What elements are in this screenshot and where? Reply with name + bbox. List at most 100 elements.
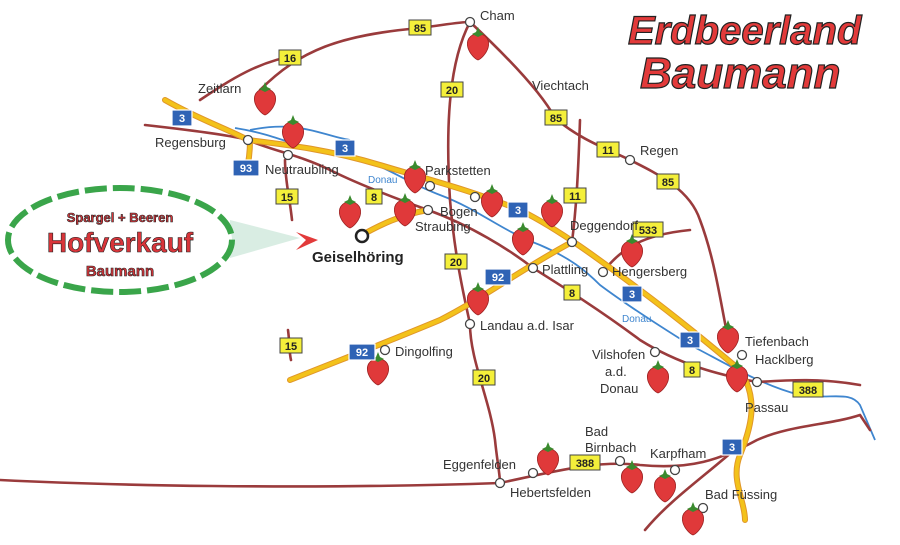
town-marker — [624, 154, 636, 166]
road-shield-388: 388 — [569, 454, 601, 471]
strawberry-icon — [647, 360, 669, 394]
strawberry-icon — [467, 282, 489, 316]
arrow-icon — [296, 232, 318, 250]
road-number: 85 — [414, 23, 426, 35]
road-number: 533 — [639, 225, 657, 237]
strawberry-icon — [404, 160, 426, 194]
road-shield-8: 8 — [563, 284, 581, 301]
road-number: 20 — [446, 85, 458, 97]
town-straubing: Straubing — [415, 219, 471, 234]
strawberry-icon — [717, 320, 739, 354]
road-number: 20 — [450, 257, 462, 269]
road-shield-8: 8 — [683, 361, 701, 378]
road-number: 3 — [729, 442, 735, 454]
town-hengersberg: Hengersberg — [612, 264, 687, 279]
road-shield-15: 15 — [279, 337, 303, 354]
autobahn-shield-3: 3 — [721, 438, 743, 456]
road-number: 8 — [569, 288, 575, 300]
town-zeitlarn: Zeitlarn — [198, 81, 241, 96]
town-marker — [494, 477, 506, 489]
strawberry-icon — [621, 234, 643, 268]
road-number: 15 — [281, 192, 293, 204]
road-number: 85 — [550, 113, 562, 125]
town-marker — [527, 467, 539, 479]
strawberry-icon — [541, 194, 563, 228]
autobahn-shield-92: 92 — [348, 343, 376, 361]
town-hebertsfelden: Hebertsfelden — [510, 485, 591, 500]
title-line-1: Erdbeerland — [628, 9, 863, 53]
road-number: 3 — [687, 335, 693, 347]
town-neutraubling: Neutraubling — [265, 162, 339, 177]
autobahn-shield-3: 3 — [679, 331, 701, 349]
road-number: 15 — [285, 341, 297, 353]
strawberry-icon — [394, 193, 416, 227]
town-landau: Landau a.d. Isar — [480, 318, 575, 333]
town-marker — [464, 318, 476, 330]
road-number: 3 — [342, 143, 348, 155]
road-shield-20: 20 — [472, 369, 496, 386]
town-vilshofen: Vilshofen — [592, 347, 645, 362]
road-shield-11: 11 — [563, 187, 587, 204]
road-number: 92 — [356, 347, 368, 359]
road-number: 92 — [492, 272, 504, 284]
strawberry-icon — [621, 460, 643, 494]
strawberry-icon — [512, 222, 534, 256]
town-marker — [379, 344, 391, 356]
town-marker — [469, 191, 481, 203]
town-deggendorf: Deggendorf — [570, 218, 638, 233]
town-marker — [697, 502, 709, 514]
town-parkstetten: Parkstetten — [425, 163, 491, 178]
town-hacklberg: Hacklberg — [755, 352, 814, 367]
town-marker — [566, 236, 578, 248]
town-regensburg: Regensburg — [155, 135, 226, 150]
town-tiefenbach: Tiefenbach — [745, 334, 809, 349]
road-shield-85: 85 — [408, 19, 432, 36]
road-number: 3 — [179, 113, 185, 125]
road-number: 11 — [602, 145, 614, 157]
strawberry-icon — [654, 469, 676, 503]
strawberry-icon — [726, 359, 748, 393]
badge-line-1: Spargel + Beeren — [67, 210, 174, 225]
town-passau: Passau — [745, 400, 788, 415]
town-markers — [242, 16, 763, 514]
road-shield-85: 85 — [656, 173, 680, 190]
road-number: 85 — [662, 177, 674, 189]
regen-river — [249, 125, 351, 141]
river-label-donau-2: Donau — [622, 314, 651, 325]
town-marker — [669, 464, 681, 476]
town-marker — [282, 149, 294, 161]
strawberry-icon — [682, 502, 704, 536]
road-shield-11: 11 — [596, 141, 620, 158]
town-bad-birnbach: Bad — [585, 424, 608, 439]
town-bad-fuessing: Bad Füssing — [705, 487, 777, 502]
town-vilshofen-3: Donau — [600, 381, 638, 396]
town-marker — [527, 262, 539, 274]
town-marker — [597, 266, 609, 278]
river-label-donau: Donau — [368, 175, 397, 186]
autobahn-shield-3: 3 — [334, 139, 356, 157]
hofverkauf-badge: Spargel + Beeren Hofverkauf Baumann — [5, 185, 318, 295]
town-dingolfing: Dingolfing — [395, 344, 453, 359]
autobahn-shield-92: 92 — [484, 268, 512, 286]
road-number: 16 — [284, 53, 296, 65]
town-marker — [424, 180, 436, 192]
town-viechtach: Viechtach — [532, 78, 589, 93]
road-number: 3 — [629, 289, 635, 301]
town-bogen: Bogen — [440, 204, 478, 219]
autobahn-shield-3: 3 — [507, 201, 529, 219]
road-shield-8: 8 — [365, 188, 383, 205]
road-shield-85: 85 — [544, 109, 568, 126]
autobahn-shield-3: 3 — [171, 109, 193, 127]
town-marker — [464, 16, 476, 28]
strawberry-icon — [481, 184, 503, 218]
town-cham: Cham — [480, 8, 515, 23]
road-shield-15: 15 — [275, 188, 299, 205]
road-number: 8 — [689, 365, 695, 377]
road-number: 3 — [515, 205, 521, 217]
strawberry-icon — [467, 27, 489, 61]
town-eggenfelden: Eggenfelden — [443, 457, 516, 472]
town-marker — [751, 376, 763, 388]
town-marker — [422, 204, 434, 216]
title-line-2: Baumann — [640, 49, 840, 98]
road-shield-20: 20 — [440, 81, 464, 98]
